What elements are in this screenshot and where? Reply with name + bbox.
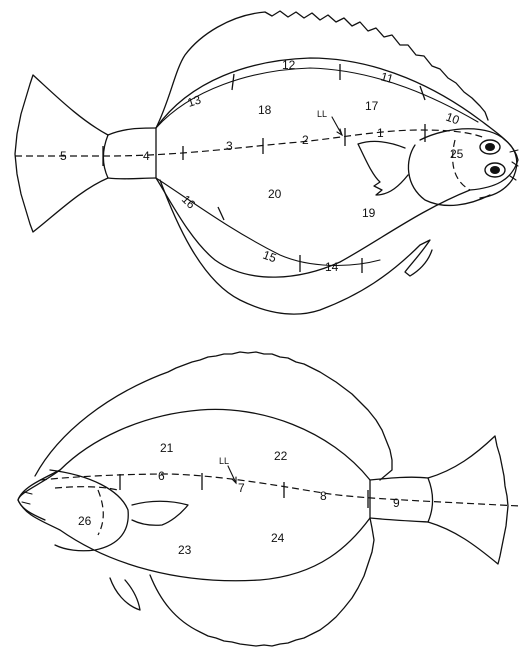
region-label-9: 9 [393,496,400,510]
region-label-25: 25 [450,147,464,161]
region-label-17: 17 [365,99,379,113]
bottom-ll-label: LL [219,456,229,466]
region-label-8: 8 [320,489,327,503]
bottom-anal-fin [150,518,374,646]
region-label-5: 5 [60,149,67,163]
top-dorsal-region-line [156,68,478,128]
region-label-14: 14 [325,260,339,274]
bottom-dorsal-fin [35,352,392,480]
bottom-caudal-fin [428,436,508,564]
top-head [420,129,517,198]
region-label-23: 23 [178,543,192,557]
region-label-18: 18 [258,103,272,117]
region-label-26: 26 [78,514,92,528]
region-label-22: 22 [274,449,288,463]
bottom-body-outline [18,409,370,580]
bottom-ll-arrow [228,466,236,483]
top-fish: 1 2 3 4 5 10 11 12 13 14 15 16 17 18 19 … [15,11,518,314]
top-lateral-line [15,130,485,156]
bottom-pectoral-fin [132,501,188,525]
region-label-10: 10 [444,110,462,128]
region-label-21: 21 [160,441,174,455]
region-label-19: 19 [362,206,376,220]
bottom-gill-dash [98,490,103,535]
region-label-12: 12 [282,58,296,72]
top-pectoral-fin [358,141,408,195]
bottom-pelvic-fin [110,578,140,610]
bottom-lateral-line [40,474,520,506]
bottom-head [18,470,60,520]
region-label-24: 24 [271,531,285,545]
region-label-7: 7 [238,481,245,495]
region-label-4: 4 [143,149,150,163]
region-label-2: 2 [302,133,309,147]
region-label-3: 3 [226,139,233,153]
bottom-fish: 6 7 8 9 21 22 23 24 26 LL [18,352,520,646]
bottom-peduncle-base [428,478,433,522]
top-segment-ticks [103,64,425,273]
region-label-20: 20 [268,187,282,201]
region-label-15: 15 [261,248,279,266]
bottom-operculum [50,470,128,551]
region-label-1: 1 [377,126,384,140]
region-label-6: 6 [158,469,165,483]
top-ll-label: LL [317,109,327,119]
